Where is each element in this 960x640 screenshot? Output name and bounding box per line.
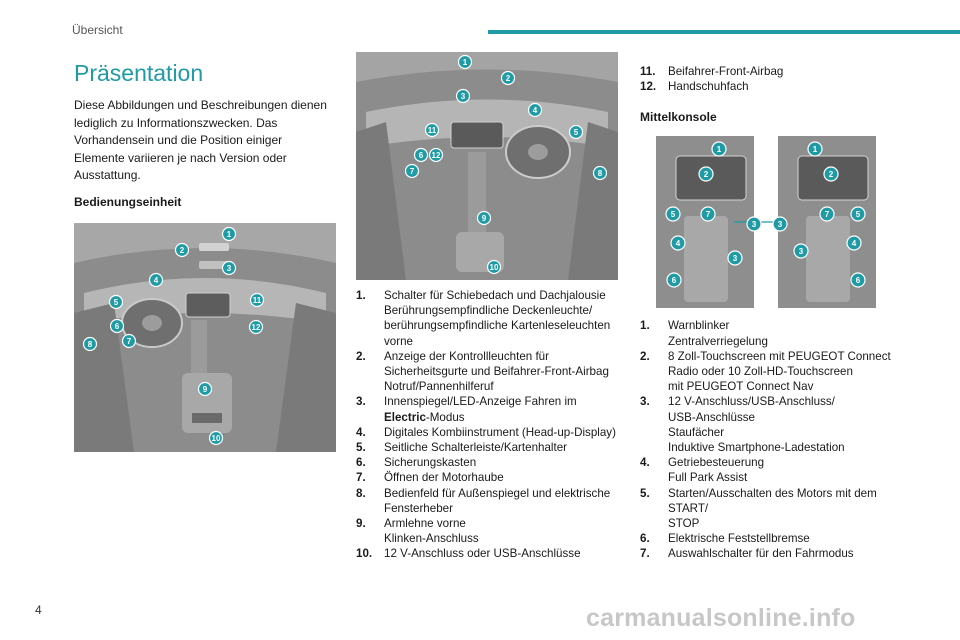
page-title: Präsentation bbox=[74, 60, 204, 86]
list-item: 10.12 V-Anschluss oder USB-Anschlüsse bbox=[356, 547, 581, 561]
svg-text:9: 9 bbox=[482, 214, 487, 223]
intro-text: Diese Abbildungen und Beschreibungen die… bbox=[74, 98, 327, 182]
legend-list-col3-top: 11.Beifahrer-Front-Airbag 12.Handschuhfa… bbox=[640, 64, 902, 94]
list-item: 2.8 Zoll-Touchscreen mit PEUGEOT Connect… bbox=[640, 349, 891, 394]
list-item: 5.Seitliche Schalterleiste/Kartenhalter bbox=[356, 441, 568, 455]
svg-text:3: 3 bbox=[461, 92, 466, 101]
list-item: 4.Digitales Kombiinstrument (Head-up-Dis… bbox=[356, 425, 616, 439]
svg-text:7: 7 bbox=[825, 210, 830, 219]
svg-text:12: 12 bbox=[252, 323, 261, 332]
svg-text:3: 3 bbox=[227, 264, 232, 273]
watermark: carmanualsonline.info bbox=[586, 604, 856, 632]
cockpit-illustration: 1 2 3 4 5 6 7 8 9 10 11 12 bbox=[356, 52, 618, 280]
column-1: Präsentation Diese Abbildungen und Besch… bbox=[74, 54, 336, 452]
svg-text:7: 7 bbox=[127, 337, 132, 346]
list-item: 11.Beifahrer-Front-Airbag bbox=[640, 65, 784, 78]
svg-text:7: 7 bbox=[706, 210, 711, 219]
svg-text:6: 6 bbox=[419, 151, 424, 160]
legend-list-col2: 1.Schalter für Schiebedach und Dachjalou… bbox=[356, 288, 618, 562]
list-item: 6.Sicherungskasten bbox=[356, 456, 477, 470]
console-illustration: 1 2 3 4 5 6 7 1 2 3 4 5 6 7 3 3 bbox=[656, 136, 876, 309]
svg-text:5: 5 bbox=[671, 210, 676, 219]
svg-text:3: 3 bbox=[733, 254, 738, 263]
svg-text:7: 7 bbox=[410, 167, 415, 176]
svg-text:10: 10 bbox=[490, 263, 499, 272]
svg-text:3: 3 bbox=[799, 247, 804, 256]
svg-text:2: 2 bbox=[180, 246, 185, 255]
figure-markers: 1 2 3 4 5 6 7 1 2 3 4 5 6 7 3 3 bbox=[665, 141, 866, 289]
svg-text:1: 1 bbox=[463, 58, 468, 67]
list-item: 3.12 V-Anschluss/USB-Anschluss/USB-Ansch… bbox=[640, 395, 845, 455]
svg-text:11: 11 bbox=[428, 126, 437, 135]
subhead-bedienungseinheit: Bedienungseinheit bbox=[74, 194, 182, 209]
svg-text:3: 3 bbox=[778, 220, 783, 229]
figure-markers: 1 2 3 4 5 6 7 8 9 10 11 12 bbox=[404, 54, 608, 275]
list-item: 5.Starten/Ausschalten des Motors mit dem… bbox=[640, 486, 877, 531]
svg-text:11: 11 bbox=[253, 296, 262, 305]
list-item: 1.Schalter für Schiebedach und Dachjalou… bbox=[356, 289, 611, 348]
svg-text:5: 5 bbox=[574, 128, 579, 137]
column-3: 11.Beifahrer-Front-Airbag 12.Handschuhfa… bbox=[640, 52, 902, 562]
svg-text:1: 1 bbox=[227, 230, 232, 239]
page-number: 4 bbox=[35, 603, 42, 617]
svg-text:2: 2 bbox=[829, 170, 834, 179]
list-item: 7.Auswahlschalter für den Fahrmodus bbox=[640, 547, 854, 561]
list-item: 6.Elektrische Feststellbremse bbox=[640, 532, 810, 546]
svg-text:4: 4 bbox=[852, 239, 857, 248]
svg-text:2: 2 bbox=[506, 74, 511, 83]
header-accent-bar bbox=[488, 30, 960, 34]
figure-markers: 1 2 3 4 5 6 7 8 9 10 11 12 bbox=[82, 226, 265, 445]
column-2: 1 2 3 4 5 6 7 8 9 10 11 12 1.Schalter fü… bbox=[356, 52, 618, 562]
dashboard-illustration: 1 2 3 4 5 6 7 8 9 10 11 12 bbox=[74, 222, 336, 452]
svg-text:4: 4 bbox=[154, 276, 159, 285]
subhead-mittelkonsole: Mittelkonsole bbox=[640, 110, 717, 125]
svg-text:4: 4 bbox=[676, 239, 681, 248]
list-item: 12.Handschuhfach bbox=[640, 80, 749, 94]
figure-dashboard-cockpit: 1 2 3 4 5 6 7 8 9 10 11 12 bbox=[356, 52, 618, 280]
svg-text:1: 1 bbox=[813, 145, 818, 154]
svg-text:5: 5 bbox=[856, 210, 861, 219]
list-item: 7.Öffnen der Motorhaube bbox=[356, 471, 504, 485]
svg-text:4: 4 bbox=[533, 106, 538, 115]
svg-text:6: 6 bbox=[856, 276, 861, 285]
svg-text:10: 10 bbox=[212, 434, 221, 443]
svg-text:5: 5 bbox=[114, 298, 119, 307]
list-item: 8.Bedienfeld für Außenspiegel und elektr… bbox=[356, 486, 611, 515]
svg-text:1: 1 bbox=[717, 145, 722, 154]
section-header: Übersicht bbox=[72, 23, 123, 37]
svg-text:8: 8 bbox=[598, 169, 603, 178]
svg-text:6: 6 bbox=[672, 276, 677, 285]
svg-text:12: 12 bbox=[432, 151, 441, 160]
svg-text:6: 6 bbox=[115, 322, 120, 331]
svg-text:8: 8 bbox=[88, 340, 93, 349]
figure-dashboard-wide: 1 2 3 4 5 6 7 8 9 10 11 12 bbox=[74, 222, 336, 452]
svg-text:9: 9 bbox=[203, 385, 208, 394]
svg-text:2: 2 bbox=[704, 170, 709, 179]
svg-text:3: 3 bbox=[752, 220, 757, 229]
figure-center-console: 1 2 3 4 5 6 7 1 2 3 4 5 6 7 3 3 bbox=[654, 136, 876, 309]
